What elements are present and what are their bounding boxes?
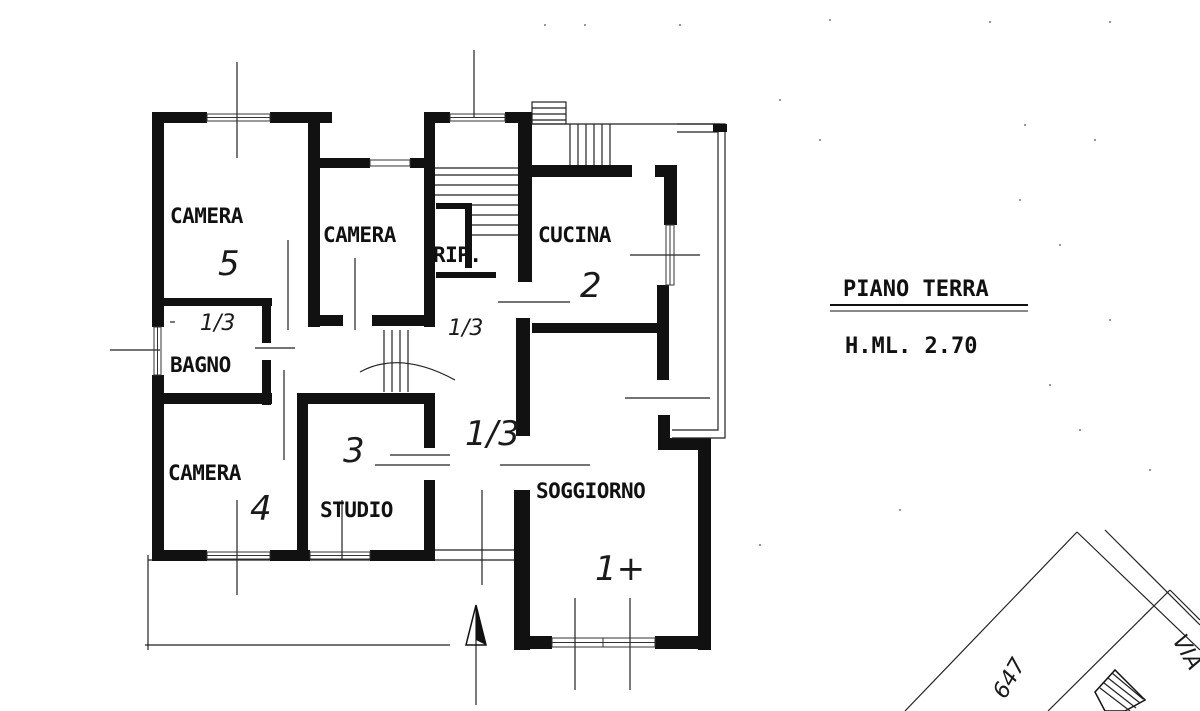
room-label-camera-center: CAMERA: [323, 223, 397, 247]
room-number-studio: 3: [343, 431, 365, 471]
terrace: [672, 123, 727, 439]
room-label-soggiorno: SOGGIORNO: [536, 479, 645, 503]
room-label-camera-5: CAMERA: [170, 204, 244, 228]
hatched-building: [1094, 668, 1147, 711]
room-number-soggiorno: 1+: [595, 549, 645, 589]
axis-lines: [110, 50, 710, 690]
hall-mark-upper: 1/3: [448, 316, 483, 341]
door-marks: [170, 321, 450, 466]
room-number-cucina: 2: [580, 266, 602, 306]
room-number-bagno: 1/3: [200, 311, 235, 336]
room-label-rip: RIP.: [433, 243, 482, 267]
height-note: H.ML. 2.70: [845, 334, 977, 359]
room-label-camera-4: CAMERA: [168, 461, 242, 485]
background-dots: [544, 19, 1151, 546]
room-label-studio: STUDIO: [320, 498, 393, 522]
hall-mark-lower: 1/3: [465, 414, 520, 454]
site-map: 647 VIA: [904, 529, 1200, 711]
entrance-arrow: [465, 604, 487, 705]
room-label-cucina: CUCINA: [538, 223, 612, 247]
stairs: [359, 101, 720, 392]
parcel-number: 647: [989, 654, 1032, 703]
room-number-camera-4: 4: [250, 489, 272, 529]
room-number-camera-5: 5: [218, 244, 240, 284]
walls: [152, 112, 711, 650]
plan-title: PIANO TERRA: [843, 277, 989, 302]
room-label-bagno: BAGNO: [170, 353, 231, 377]
street-label: VIA: [1167, 631, 1200, 675]
windows: [153, 113, 675, 648]
